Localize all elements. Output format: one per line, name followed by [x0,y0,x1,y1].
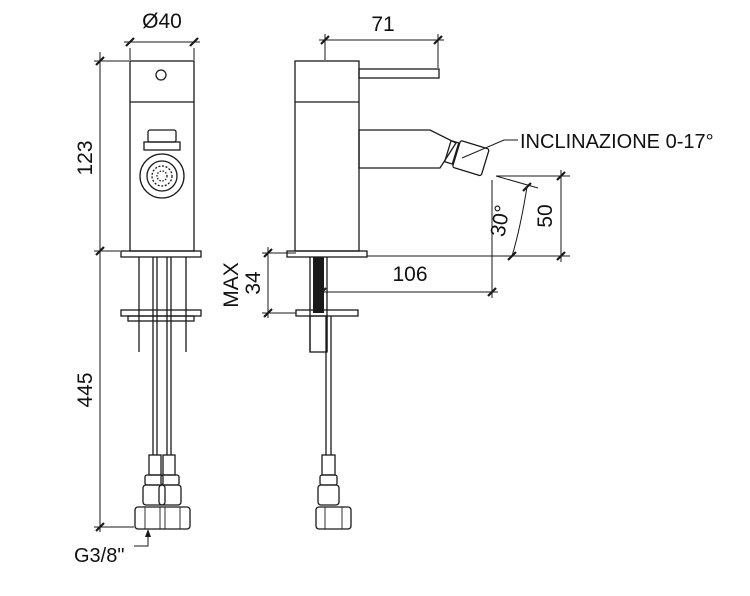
side-nut [309,315,328,353]
dim-max-thickness: 34 MAX [220,247,296,318]
dim-max-value: 34 [242,271,265,295]
dim-hose-length-label: 445 [74,372,97,407]
front-fittings [134,454,191,530]
front-view [120,60,202,530]
dim-outlet-label: 50 [534,204,557,227]
side-view [286,60,490,530]
side-body [294,60,360,252]
front-outlet [139,129,185,199]
dim-angle-label: 30° [487,203,515,238]
side-spout [358,129,457,169]
side-base [286,250,368,258]
dim-vertical-left: 123 445 [74,52,134,532]
dim-reach: 106 [317,180,498,298]
dim-diameter-label: Ø40 [142,10,182,33]
dim-outlet-height: 50 [367,170,570,262]
dim-angle: 30° [487,175,539,261]
front-fixing-washer [127,315,195,322]
side-fittings [315,454,352,530]
side-aerator [443,139,490,177]
thread-label: G3/8" [74,545,124,567]
side-shank-thread [313,257,324,313]
dim-spout-label: 71 [371,13,394,36]
dim-body-height-label: 123 [74,140,97,175]
front-body [129,60,195,252]
front-fixing-plate [120,309,202,317]
thread-callout: G3/8" [74,529,151,567]
dim-max-label: MAX [220,262,243,308]
front-handle-indicator [155,69,167,81]
inclination-callout: INCLINAZIONE 0-17° [461,131,714,159]
side-lever [358,68,440,79]
front-hoses [152,257,172,455]
dim-reach-label: 106 [392,263,427,286]
inclination-label: INCLINAZIONE 0-17° [520,131,714,153]
front-base [120,250,202,258]
dim-spout-projection: 71 [319,13,444,68]
dim-diameter: Ø40 [124,10,200,60]
